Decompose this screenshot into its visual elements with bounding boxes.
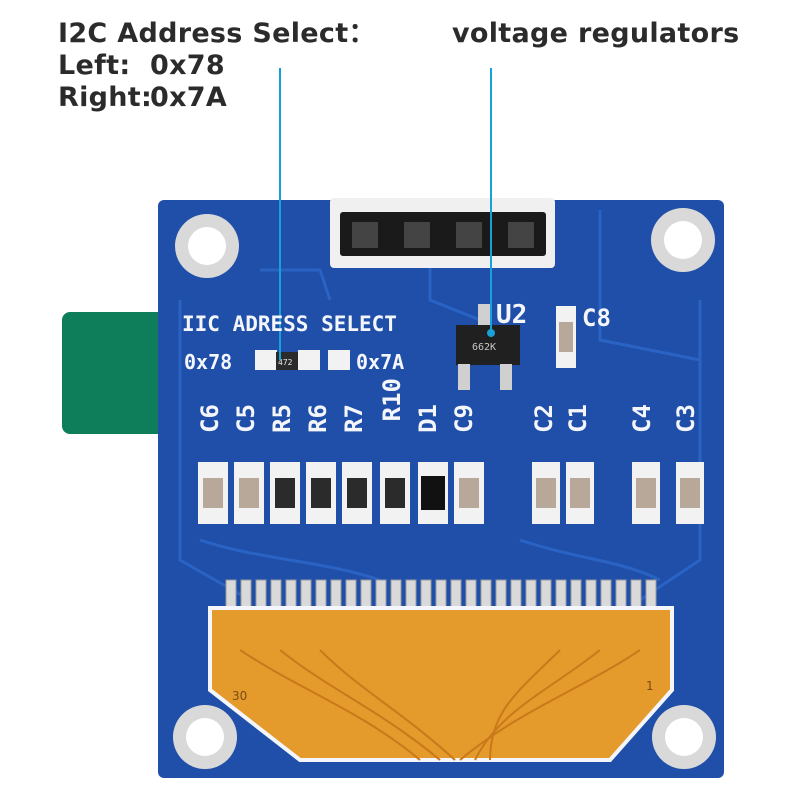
left-address-label: Left: xyxy=(58,50,131,81)
silk-c1: C1 xyxy=(564,404,592,433)
green-film-tab xyxy=(62,312,172,434)
flex-cable-traces xyxy=(239,649,641,761)
right-address-value: 0x7A xyxy=(150,82,228,113)
i2c-callout: I2C Address Select： Left: 0x78 Right: 0x… xyxy=(58,18,376,114)
silk-c8: C8 xyxy=(582,304,611,332)
flex-cable xyxy=(208,606,674,762)
silk-iic-header: IIC ADRESS SELECT xyxy=(182,312,397,336)
callout-lines xyxy=(279,68,492,360)
callout-dot-regulator xyxy=(487,329,495,337)
silk-c2: C2 xyxy=(530,404,558,433)
address-resistor-code: 472 xyxy=(278,358,293,367)
silk-d1: D1 xyxy=(414,404,442,433)
silk-r10: R10 xyxy=(378,378,406,422)
pin-30-label: 30 xyxy=(232,689,247,703)
regulators-callout: voltage regulators xyxy=(452,18,740,49)
pin-1-label: 1 xyxy=(646,679,654,693)
left-address-value: 0x78 xyxy=(150,50,225,81)
header-pins xyxy=(330,198,555,268)
component-row xyxy=(198,462,704,524)
address-select-pads: 472 xyxy=(255,350,350,370)
silk-c9: C9 xyxy=(450,404,478,433)
silk-r7: R7 xyxy=(340,404,368,433)
silk-u2: U2 xyxy=(496,300,528,330)
regulator-code: 662K xyxy=(472,342,496,353)
silk-r5: R5 xyxy=(268,404,296,433)
silk-addr-left: 0x78 xyxy=(184,350,233,374)
silk-c5: C5 xyxy=(232,404,260,433)
mounting-holes xyxy=(173,208,716,769)
capacitor-c8 xyxy=(556,306,576,368)
silk-addr-right: 0x7A xyxy=(356,350,405,374)
pcb-traces xyxy=(178,210,702,602)
i2c-callout-title: I2C Address Select： xyxy=(58,18,376,49)
silk-c6: C6 xyxy=(196,404,224,433)
silk-c3: C3 xyxy=(672,404,700,433)
left-address-row: Left: 0x78 xyxy=(58,50,376,82)
right-address-label: Right: xyxy=(58,82,153,113)
silk-c4: C4 xyxy=(628,404,656,433)
silk-r6: R6 xyxy=(304,404,332,433)
right-address-row: Right: 0x7A xyxy=(58,82,376,114)
